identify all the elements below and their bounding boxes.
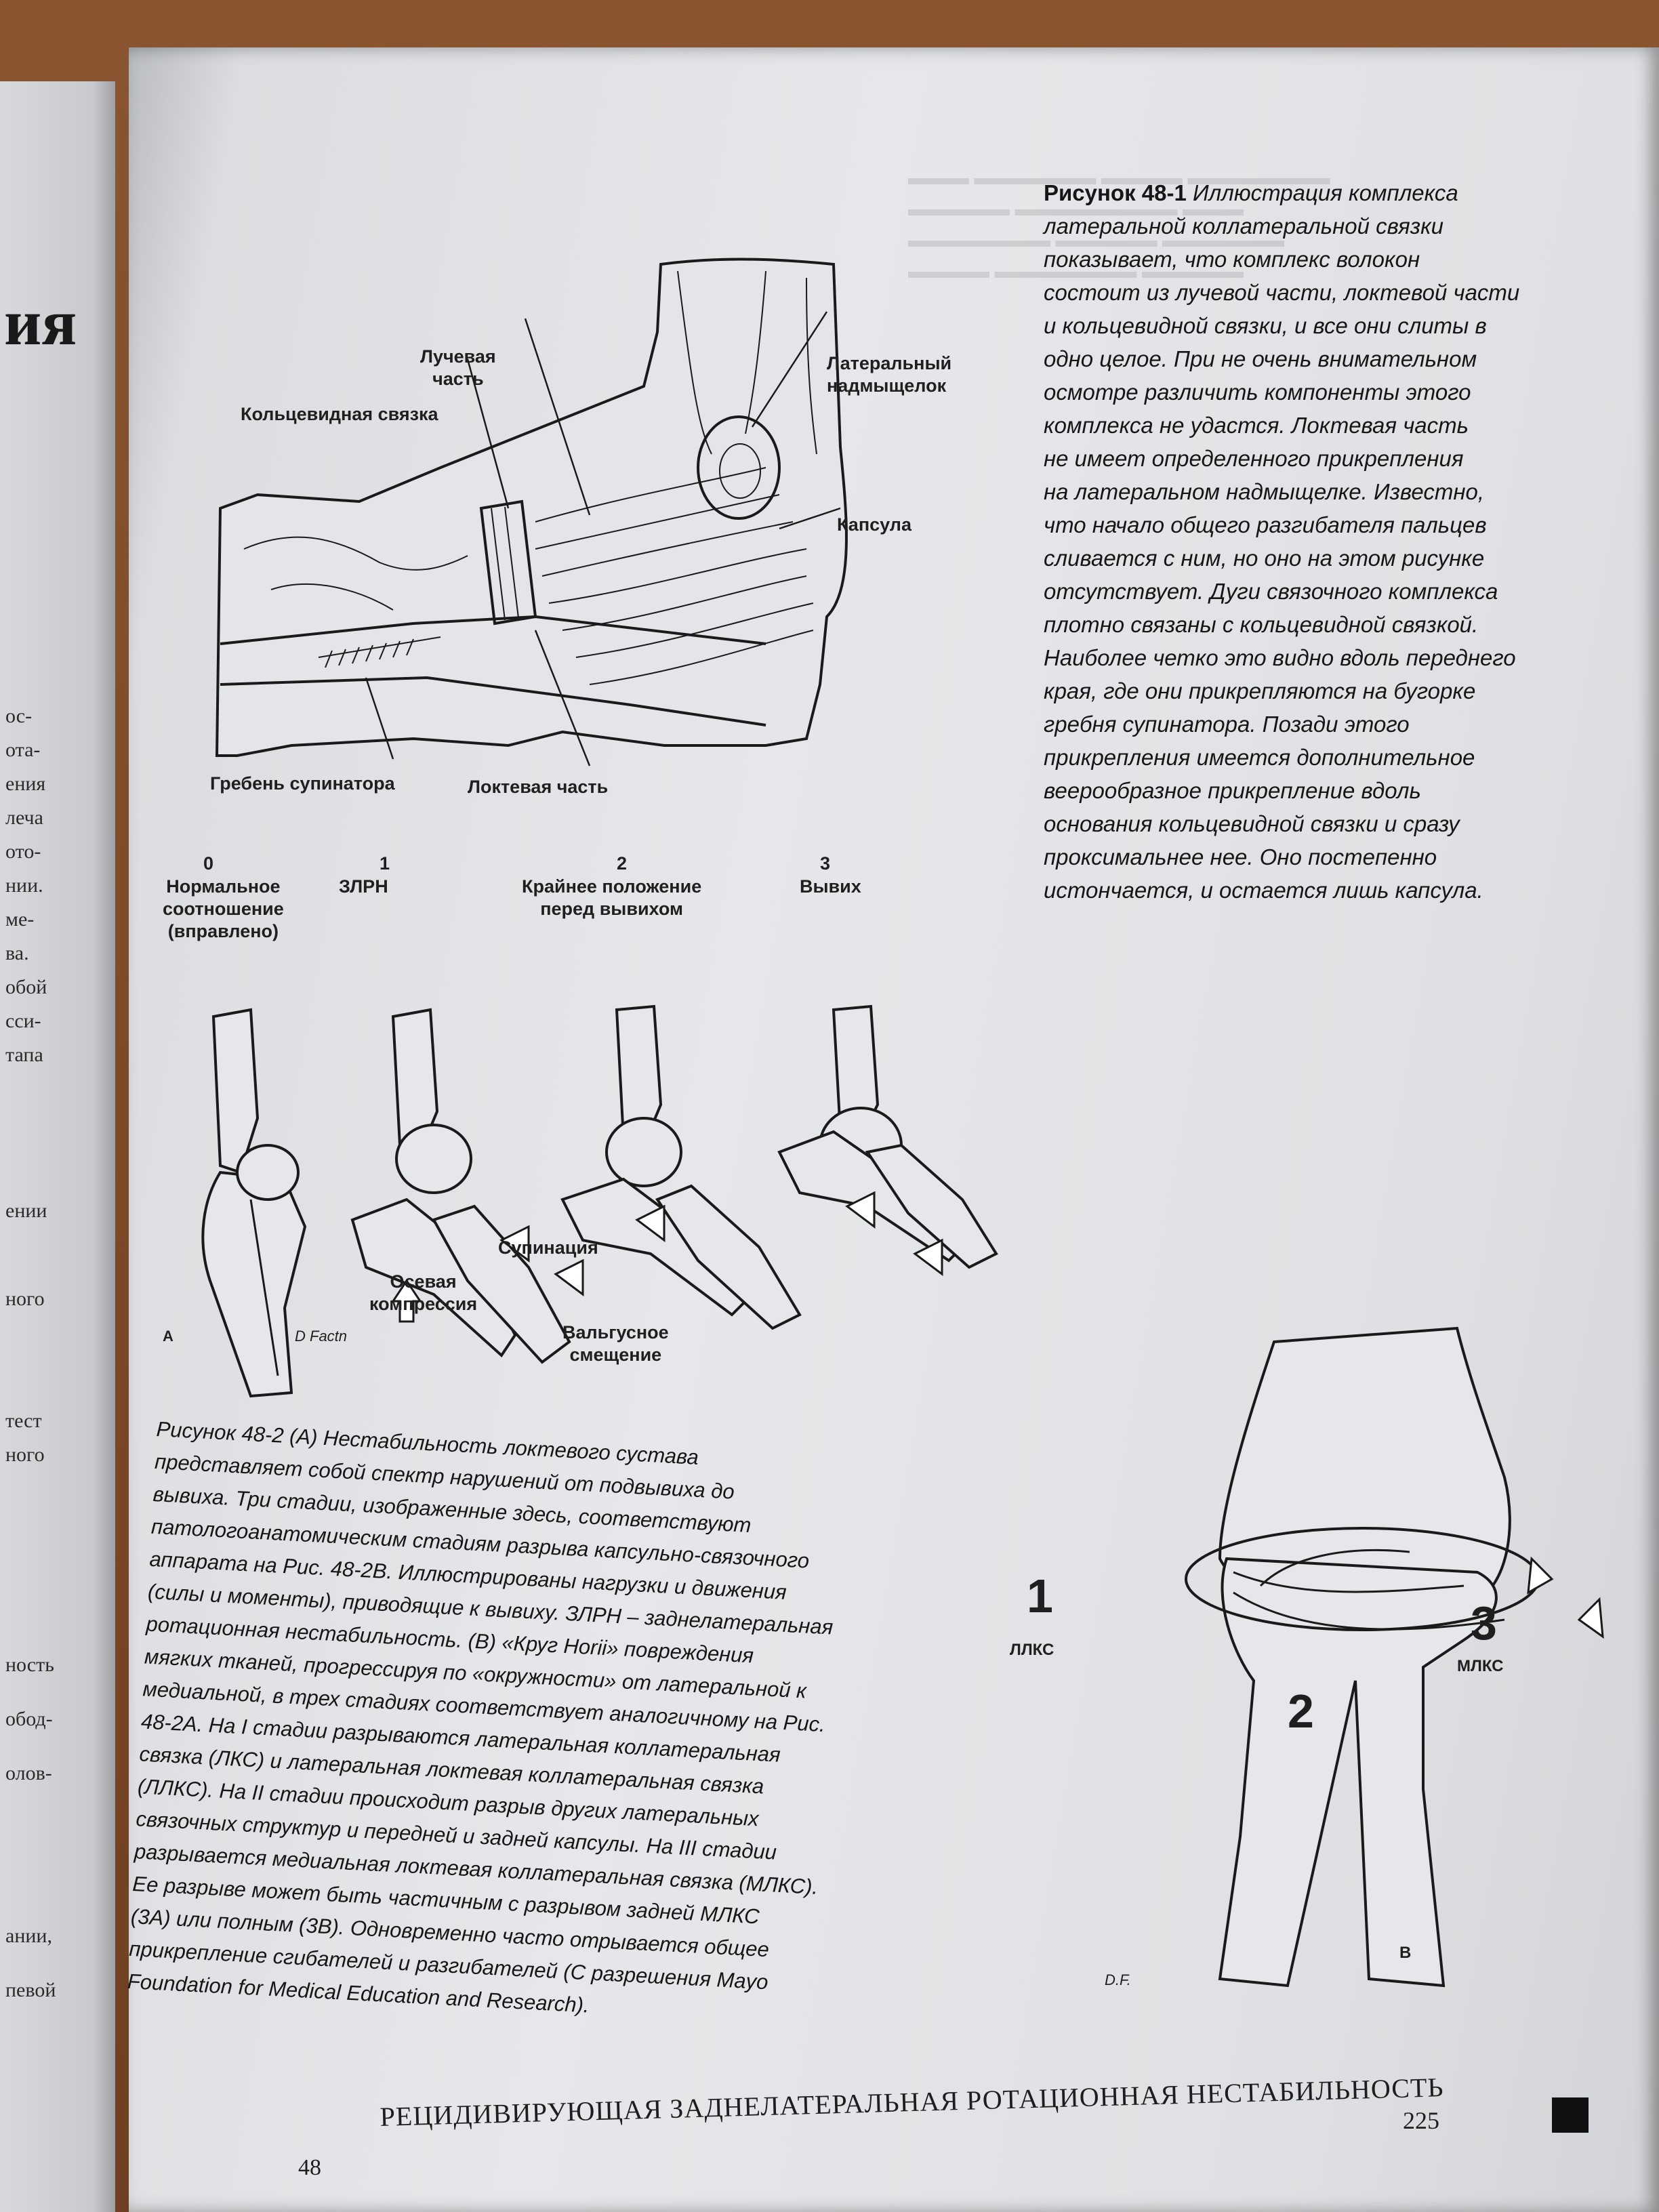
stage-number: 2	[617, 853, 628, 874]
label-lateral-epicondyle: Латеральный надмыщелок	[827, 353, 952, 396]
figure-48-1-caption: Рисунок 48-1 Иллюстрация комплекса латера…	[1044, 176, 1626, 907]
artist-signature-b: D.F.	[1105, 1971, 1131, 1988]
figure-48-1-caption-line: отсутствует. Дуги связочного комплекса	[1044, 579, 1498, 604]
circle-stage-3-label: МЛКС	[1457, 1657, 1504, 1675]
footer-page-left: 48	[298, 2155, 321, 2180]
label-valgus: Вальгусное смещение	[562, 1322, 669, 1365]
label-annular-ligament: Кольцевидная связка	[241, 404, 438, 424]
figure-48-1-caption-line: гребня супинатора. Позади этого	[1044, 712, 1410, 737]
left-page-text-fragment: обод-	[5, 1708, 53, 1730]
figure-48-1-caption-line: и кольцевидной связки, и все они слиты в	[1044, 313, 1487, 338]
figure-48-1-caption-line: веерообразное прикрепление вдоль	[1044, 778, 1421, 803]
figure-48-1-caption-line: комплекса не удастся. Локтевая часть	[1044, 413, 1469, 438]
label-capsule: Капсула	[837, 514, 912, 535]
circle-stage-3-number: 3	[1471, 1597, 1497, 1650]
figure-48-1-caption-line: основания кольцевидной связки и сразу	[1044, 811, 1460, 836]
figure-48-1-caption-line: не имеет определенного прикрепления	[1044, 446, 1464, 471]
figure-48-2a-illustration	[201, 1004, 998, 1398]
figure-48-1-caption-line: истончается, и остается лишь капсула.	[1044, 878, 1483, 903]
figure-48-2b-illustration	[1185, 1326, 1604, 1988]
left-page-text-fragment: ота-	[5, 739, 41, 761]
figure-48-1-caption-title: Рисунок 48-1	[1044, 180, 1187, 205]
figure-48-1-caption-line: Иллюстрация комплекса	[1186, 180, 1458, 205]
label-supinator-crest: Гребень супинатора	[210, 773, 395, 794]
page-corner-marker	[1552, 2097, 1589, 2133]
footer-running-title: РЕЦИДИВИРУЮЩАЯ ЗАДНЕЛАТЕРАЛЬНАЯ РОТАЦИОН…	[380, 2072, 1444, 2132]
left-page-text-fragment: ность	[5, 1654, 54, 1676]
figure-48-1-caption-line: на латеральном надмыщелке. Известно,	[1044, 479, 1485, 504]
stage-label: Нормальное соотношение (вправлено)	[163, 876, 284, 941]
stage-number: 0	[203, 853, 214, 874]
left-page-text-fragment: олов-	[5, 1762, 52, 1784]
left-page-text-fragment: ва.	[5, 942, 29, 964]
stage-number: 1	[380, 853, 390, 874]
figure-48-1-caption-line: одно целое. При не очень внимательном	[1044, 346, 1477, 371]
figure-48-2-caption: Рисунок 48-2 (A) Нестабильность локтевог…	[127, 1413, 1004, 2042]
left-page-text-fragment: леча	[5, 806, 43, 829]
figure-48-1-caption-line: показывает, что комплекс волокон	[1044, 247, 1420, 272]
left-page-text-fragment: тест	[5, 1410, 42, 1432]
panel-a-letter: A	[163, 1328, 173, 1345]
figure-48-1-caption-line: проксимальнее нее. Оно постепенно	[1044, 844, 1437, 869]
figure-48-1-caption-line: края, где они прикрепляются на бугорке	[1044, 678, 1476, 703]
figure-48-1-caption-line: плотно связаны с кольцевидной связкой.	[1044, 612, 1479, 637]
left-page: ия ос-ота-ения леча ото-нии. ме-ва. обой сси-…	[0, 81, 115, 2212]
left-heading-fragment: ия	[4, 286, 77, 359]
figure-48-1-caption-line: что начало общего разгибателя пальцев	[1044, 512, 1487, 537]
left-page-text-fragment: ото-	[5, 840, 41, 863]
label-radial-part: Лучевая часть	[420, 346, 496, 389]
right-page: ▬▬▬ ▬▬▬▬▬▬ ▬▬▬▬ ▬▬▬▬▬▬▬▬▬▬▬▬ ▬▬▬▬▬▬▬▬ ▬▬…	[127, 47, 1659, 2212]
left-page-text-fragment: тапа	[5, 1044, 43, 1066]
left-page-text-fragment: ения	[5, 773, 46, 795]
left-page-text-fragment: певой	[5, 1979, 56, 2001]
left-page-text-fragment: нии.	[5, 874, 43, 897]
circle-stage-2-number: 2	[1288, 1685, 1314, 1738]
left-page-text-fragment: ос-	[5, 705, 33, 727]
figure-48-1-caption-line: состоит из лучевой части, локтевой части	[1044, 280, 1520, 305]
figure-48-1-caption-line: сливается с ним, но оно на этом рисунке	[1044, 546, 1485, 571]
figure-48-1-caption-line: прикрепления имеется дополнительное	[1044, 745, 1475, 770]
figure-48-1-caption-line: осмотре различить компоненты этого	[1044, 380, 1471, 405]
footer-page-number: 225	[1403, 2107, 1439, 2134]
stage-label: Крайнее положение перед вывихом	[522, 876, 702, 919]
circle-stage-1-number: 1	[1027, 1570, 1053, 1622]
figure-48-1-caption-line: латеральной коллатеральной связки	[1044, 213, 1444, 239]
stage-label: ЗЛРН	[339, 876, 388, 897]
left-page-text-fragment: сси-	[5, 1010, 41, 1032]
left-page-text-fragment: обой	[5, 976, 47, 998]
label-supination: Супинация	[498, 1237, 598, 1258]
bleed-through-text: ▬▬▬ ▬▬▬▬▬▬ ▬▬▬▬ ▬▬▬▬▬▬▬▬▬▬▬▬ ▬▬▬▬▬▬▬▬ ▬▬…	[908, 167, 1330, 283]
figure-48-1-caption-line: Наиболее четко это видно вдоль переднего	[1044, 645, 1516, 670]
stage-number: 3	[820, 853, 831, 874]
panel-b-letter: B	[1399, 1944, 1412, 1962]
left-page-text-fragment: ного	[5, 1443, 45, 1466]
left-page-text-fragment: ного	[5, 1288, 45, 1310]
left-page-text-fragment: ании,	[5, 1925, 52, 1947]
label-axial-compression: Осевая компрессия	[369, 1271, 478, 1314]
left-page-text-fragment: ении	[5, 1200, 47, 1222]
artist-signature-a: D Factn	[295, 1328, 348, 1345]
figure-48-1-illustration	[215, 258, 848, 766]
label-ulnar-part: Локтевая часть	[468, 777, 609, 797]
left-page-text-fragment: ме-	[5, 908, 35, 930]
stage-label: Вывих	[800, 876, 861, 897]
circle-stage-1-label: ЛЛКС	[1010, 1641, 1054, 1659]
